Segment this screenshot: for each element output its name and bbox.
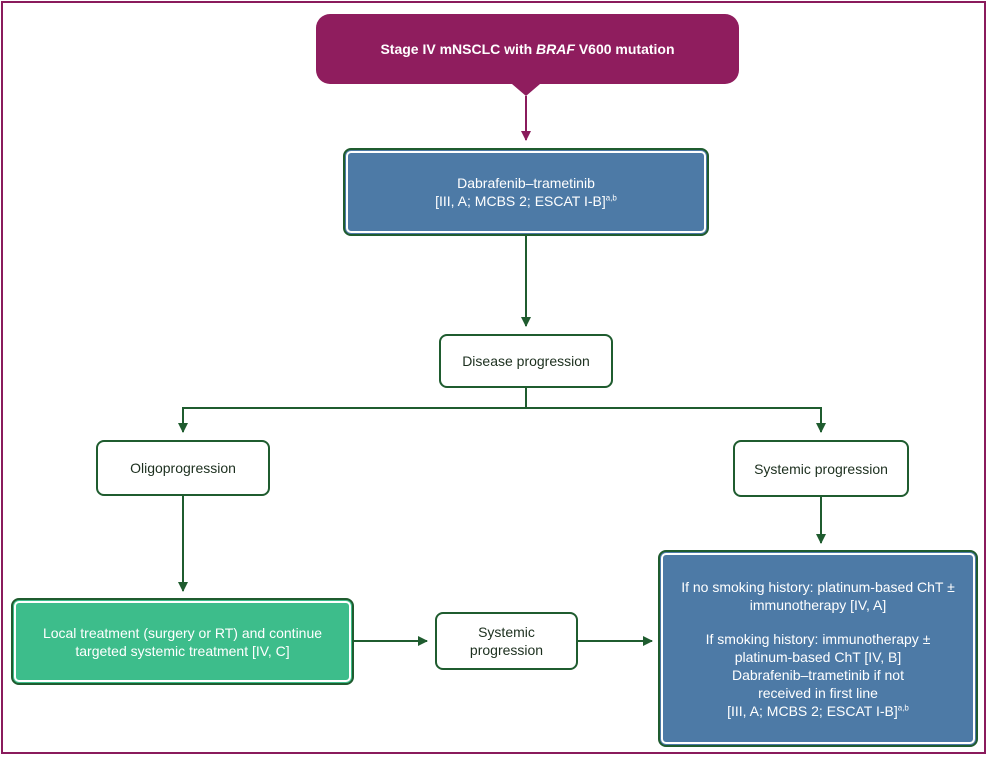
text-part: Stage IV mNSCLC with [380,41,537,57]
node-text: immunotherapy [IV, A] [749,596,887,613]
node-text: received in first line [758,684,878,701]
node-local-treatment: Local treatment (surgery or RT) and cont… [11,598,354,685]
text-part: V600 mutation [574,41,675,57]
text-part: [III, A; MCBS 2; ESCAT I-B] [727,702,898,719]
node-dabrafenib-first-line: Dabrafenib–trametinib [III, A; MCBS 2; E… [343,148,709,236]
node-final-options: If no smoking history: platinum-based Ch… [658,550,978,747]
node-systemic-progression-mid: Systemic progression [435,612,578,670]
node-text: If no smoking history: platinum-based Ch… [681,578,955,595]
node-text: platinum-based ChT [IV, B] [734,648,902,665]
node-disease-progression: Disease progression [439,334,613,388]
node-text: [III, A; MCBS 2; ESCAT I-B]a,b [727,702,909,720]
node-text: If smoking history: immunotherapy ± [705,630,931,647]
footnote-mark: a,b [605,193,617,203]
footnote-mark: a,b [897,702,909,712]
node-text: Dabrafenib–trametinib [457,175,595,191]
gene-name: BRAF [536,41,575,57]
node-systemic-progression: Systemic progression [733,440,909,497]
node-text: Systemic [478,624,535,640]
notch [512,84,540,96]
node-oligoprogression: Oligoprogression [96,440,270,496]
node-text: progression [469,642,544,658]
node-text: Stage IV mNSCLC with BRAF V600 mutation [380,40,674,58]
text-part: [III, A; MCBS 2; ESCAT I-B] [435,193,606,209]
node-text: Disease progression [462,353,590,369]
node-text: Dabrafenib–trametinib if not [732,666,904,683]
node-text: [III, A; MCBS 2; ESCAT I-B]a,b [435,192,617,210]
node-stage-iv-braf: Stage IV mNSCLC with BRAF V600 mutation [316,14,739,84]
node-text: Systemic progression [754,460,888,477]
node-text: Local treatment (surgery or RT) and cont… [42,624,323,641]
node-text: targeted systemic treatment [IV, C] [75,642,290,659]
node-text: Oligoprogression [130,460,236,476]
